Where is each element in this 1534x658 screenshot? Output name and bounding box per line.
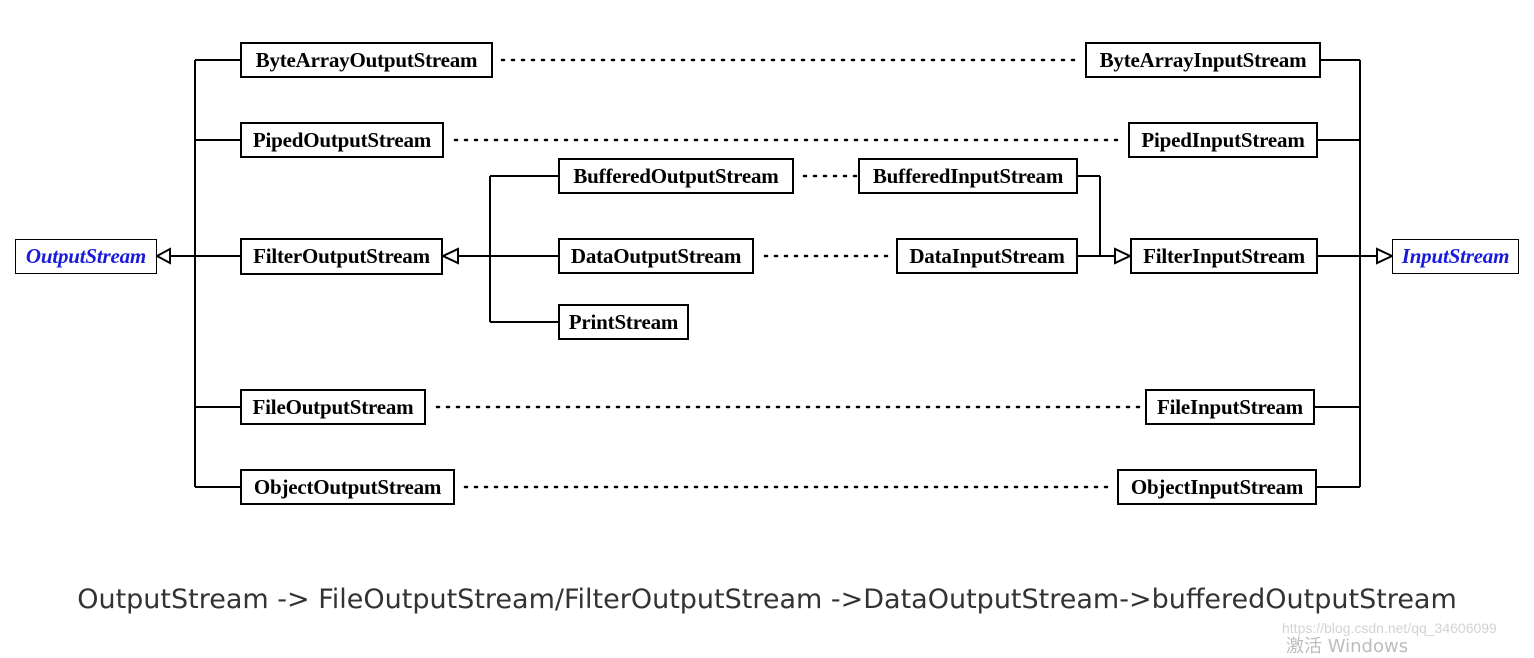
stream-hierarchy-connectors <box>154 58 1395 489</box>
filteroutputstream-box: FilterOutputStream <box>240 238 443 275</box>
windows-activation-notice: 激活 Windows <box>1286 636 1409 657</box>
outputstream-base-box: OutputStream <box>15 239 157 274</box>
datainputstream-box: DataInputStream <box>896 238 1078 274</box>
pipedinputstream-box: PipedInputStream <box>1128 122 1318 158</box>
csdn-watermark: https://blog.csdn.net/qq_34606099 <box>1282 620 1497 636</box>
dataoutputstream-box: DataOutputStream <box>558 238 754 274</box>
fileoutputstream-box: FileOutputStream <box>240 389 426 425</box>
bufferedinputstream-box: BufferedInputStream <box>858 158 1078 194</box>
inputstream-base-box: InputStream <box>1392 239 1519 274</box>
objectinputstream-box: ObjectInputStream <box>1117 469 1317 505</box>
objectoutputstream-box: ObjectOutputStream <box>240 469 455 505</box>
inheritance-arrow-filterinput <box>1114 247 1133 265</box>
fileinputstream-box: FileInputStream <box>1145 389 1315 425</box>
bufferedoutputstream-box: BufferedOutputStream <box>558 158 794 194</box>
pipedoutputstream-box: PipedOutputStream <box>240 122 444 158</box>
bytearrayinputstream-box: ByteArrayInputStream <box>1085 42 1321 78</box>
diagram-caption: OutputStream -> FileOutputStream/FilterO… <box>77 584 1457 615</box>
bytearrayoutputstream-box: ByteArrayOutputStream <box>240 42 493 78</box>
printstream-box: PrintStream <box>558 304 689 340</box>
inheritance-arrow-filteroutput <box>440 247 459 265</box>
filterinputstream-box: FilterInputStream <box>1130 238 1318 274</box>
inheritance-arrow-outputstream <box>154 247 171 265</box>
inheritance-arrow-inputstream <box>1376 247 1395 265</box>
